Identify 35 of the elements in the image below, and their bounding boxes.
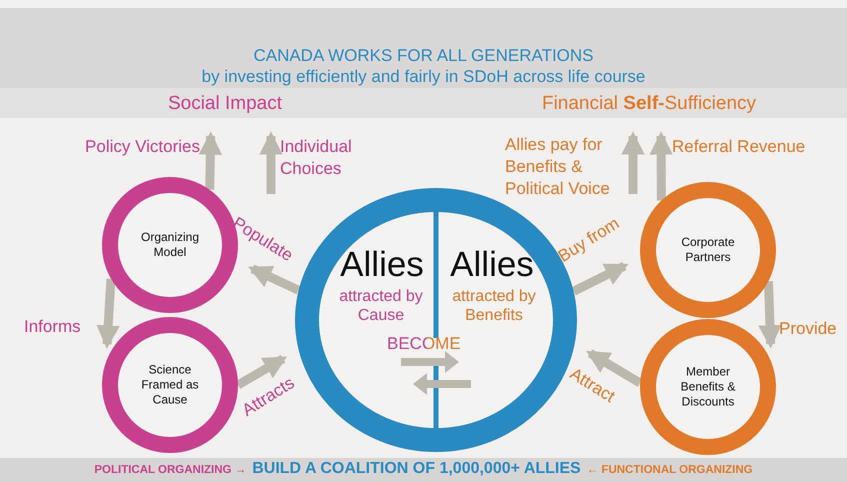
node-label: Corporate Partners	[680, 235, 736, 265]
footer-heading: BUILD A COALITION OF 1,000,000+ ALLIES	[252, 460, 581, 478]
arrow	[572, 262, 629, 296]
ring-node	[640, 319, 776, 455]
heading-text: Social Impact	[140, 93, 310, 115]
heading-text: Financial Self-Sufficiency	[518, 93, 780, 115]
arrow	[198, 131, 222, 190]
edge-label: Provide	[779, 318, 838, 340]
edge-label: Informs	[24, 316, 82, 338]
node-label: Organizing Model	[140, 230, 200, 260]
ring-node	[640, 182, 776, 318]
arrow	[259, 131, 283, 194]
arrow	[621, 131, 645, 194]
heading-text: Allies	[449, 244, 535, 286]
edge-label: Allies pay for Benefits & Political Voice	[505, 134, 611, 200]
arrow	[236, 354, 288, 389]
arrow	[248, 264, 301, 294]
heading-text: Allies	[339, 244, 425, 286]
ring-node	[102, 317, 238, 453]
arrow	[758, 280, 782, 349]
edge-label: Individual Choices	[280, 136, 353, 180]
subtitle: by investing efficiently and fairly in SDoH across life course	[200, 67, 646, 87]
node-label: attracted by Cause	[338, 287, 424, 326]
edge-label: Referral Revenue	[672, 136, 806, 158]
node-label: Science Framed as Cause	[140, 362, 200, 408]
node-label: Member Benefits & Discounts	[680, 364, 736, 410]
arrow	[586, 349, 642, 387]
title: CANADA WORKS FOR ALL GENERATIONS	[252, 46, 595, 66]
arrow	[650, 131, 673, 200]
edge-label: Buy from	[554, 212, 624, 268]
footer-text: ← FUNCTIONAL ORGANIZING	[586, 464, 753, 476]
footer-text: POLITICAL ORGANIZING →	[94, 464, 246, 476]
node-label: attracted by Benefits	[451, 287, 537, 326]
edge-label: Policy Victories	[84, 136, 200, 158]
arrow	[96, 278, 120, 349]
